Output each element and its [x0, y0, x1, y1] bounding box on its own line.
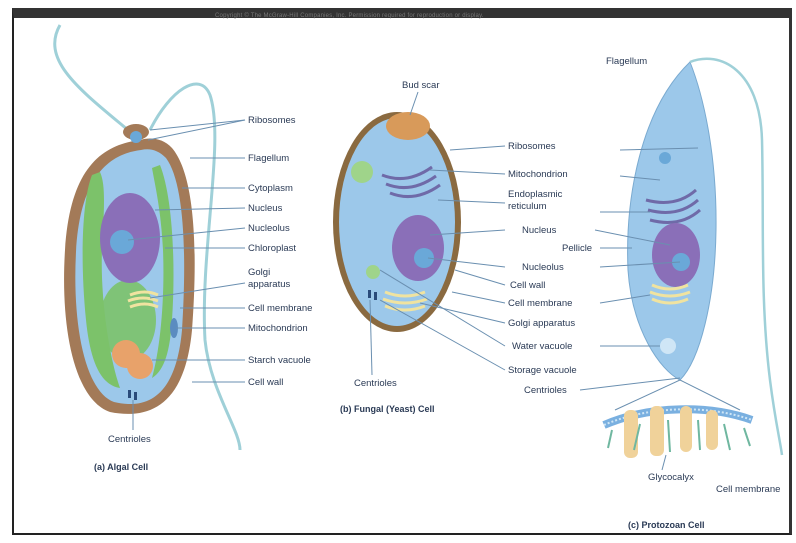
fungal-vacuole-1 [351, 161, 373, 183]
label-algal-cell-membrane: Cell membrane [248, 303, 312, 314]
label-protozoan-pellicle: Pellicle [562, 243, 592, 254]
label-algal-chloroplast: Chloroplast [248, 243, 296, 254]
label-fungal-bud-scar: Bud scar [402, 80, 440, 91]
algal-starch-vacuole-2 [127, 353, 153, 379]
fungal-cell: Bud scar Ribosomes Mitochondrion Endopla… [333, 80, 577, 414]
membrane-protein-2 [650, 406, 664, 456]
caption-protozoan-cell: (c) Protozoan Cell [628, 520, 705, 530]
label-algal-ribosomes: Ribosomes [248, 115, 296, 126]
protozoan-water-vacuole [660, 338, 676, 354]
label-fungal-golgi: Golgi apparatus [508, 318, 575, 329]
label-algal-nucleus: Nucleus [248, 203, 283, 214]
protozoan-membrane-inset [604, 406, 752, 458]
membrane-protein-3 [680, 406, 692, 452]
label-algal-centrioles: Centrioles [108, 434, 151, 445]
algal-cell: Ribosomes Flagellum Cytoplasm Nucleus Nu… [55, 25, 313, 472]
label-algal-golgi-1: Golgi [248, 267, 270, 278]
algal-nucleolus [110, 230, 134, 254]
caption-fungal-cell: (b) Fungal (Yeast) Cell [340, 404, 435, 414]
label-fungal-centrioles-right: Centrioles [524, 385, 567, 396]
label-fungal-centrioles-left: Centrioles [354, 378, 397, 389]
fungal-vacuole-2 [366, 265, 380, 279]
label-fungal-nucleus: Nucleus [522, 225, 557, 236]
label-algal-golgi-2: apparatus [248, 279, 291, 290]
label-fungal-er-2: reticulum [508, 201, 547, 212]
label-fungal-storage-vacuole: Storage vacuole [508, 365, 577, 376]
label-fungal-nucleolus: Nucleolus [522, 262, 564, 273]
label-algal-starch-vacuole: Starch vacuole [248, 355, 311, 366]
label-fungal-cell-wall: Cell wall [510, 280, 545, 291]
membrane-protein-4 [706, 410, 718, 450]
membrane-protein-1 [624, 410, 638, 458]
protozoan-vacuole-1 [659, 152, 671, 164]
label-algal-cell-wall: Cell wall [248, 377, 283, 388]
fungal-bud-scar [386, 112, 430, 140]
label-fungal-ribosomes: Ribosomes [508, 141, 556, 152]
label-fungal-water-vacuole: Water vacuole [512, 341, 572, 352]
caption-algal-cell: (a) Algal Cell [94, 462, 148, 472]
label-protozoan-cell-membrane: Cell membrane [716, 484, 780, 495]
label-fungal-mitochondrion: Mitochondrion [508, 169, 568, 180]
algal-flagellum-left [55, 25, 128, 130]
label-algal-flagellum: Flagellum [248, 153, 289, 164]
label-algal-mitochondrion: Mitochondrion [248, 323, 308, 334]
protozoan-cell: Flagellum Pellicle Glycocalyx Cell membr… [562, 56, 782, 530]
label-fungal-er-1: Endoplasmic [508, 189, 563, 200]
fungal-nucleus [392, 215, 444, 281]
label-algal-nucleolus: Nucleolus [248, 223, 290, 234]
label-protozoan-flagellum: Flagellum [606, 56, 647, 67]
label-algal-cytoplasm: Cytoplasm [248, 183, 293, 194]
label-protozoan-glycocalyx: Glycocalyx [648, 472, 694, 483]
label-fungal-cell-membrane: Cell membrane [508, 298, 572, 309]
